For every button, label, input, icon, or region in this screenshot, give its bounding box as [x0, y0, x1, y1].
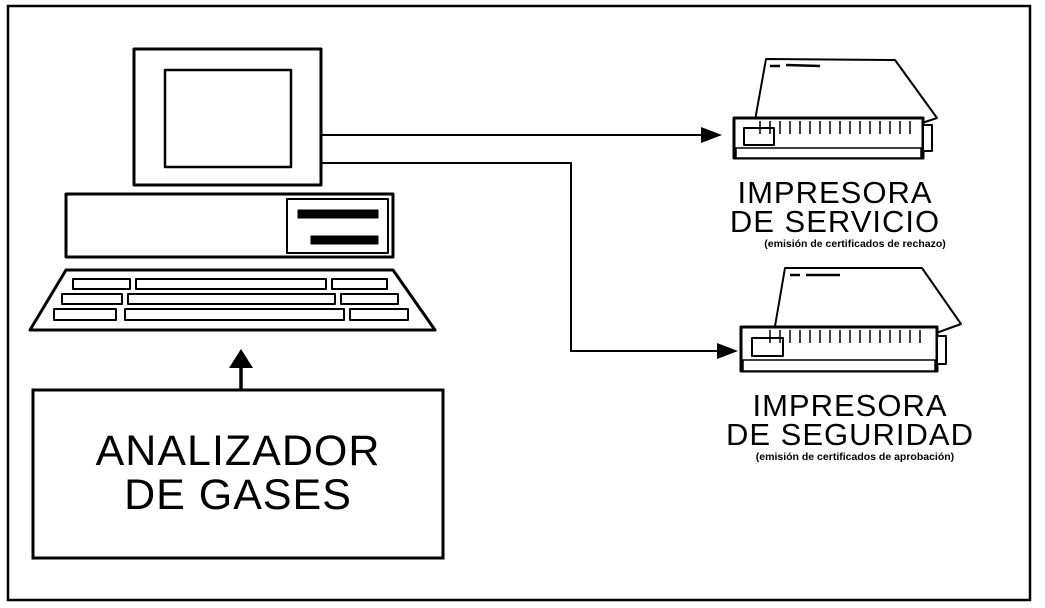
service-printer	[734, 59, 937, 158]
printer-window	[752, 338, 783, 356]
keyboard-key	[136, 279, 326, 289]
computer	[30, 49, 435, 330]
security-printer	[741, 268, 961, 371]
keyboard-key	[341, 294, 398, 304]
drive-slot-top	[298, 210, 378, 218]
security-printer-note: (emisión de certificados de aprobación)	[680, 451, 1030, 463]
analyzer-label-line2: DE GASES	[33, 472, 443, 518]
drive-bay	[287, 199, 388, 253]
keyboard-key	[73, 279, 130, 289]
printer-paper	[754, 59, 937, 126]
monitor-screen	[165, 70, 291, 167]
security-printer-label-line2: DE SEGURIDAD	[720, 418, 980, 451]
keyboard-key	[62, 294, 122, 304]
printer-tab	[937, 336, 946, 364]
keyboard-key	[54, 309, 116, 320]
keyboard-key	[332, 279, 387, 289]
printer-front	[736, 148, 921, 158]
analyzer-label-line1: ANALIZADOR	[33, 428, 443, 474]
keyboard-key	[128, 294, 335, 304]
arrow-to-service-printer	[322, 127, 722, 143]
arrow-analyzer-to-computer	[229, 349, 253, 390]
printer-paper	[774, 268, 961, 332]
keyboard-key	[350, 309, 408, 320]
keyboard-key	[125, 309, 344, 320]
printer-tab	[923, 125, 932, 151]
service-printer-note: (emisión de certificados de rechazo)	[690, 238, 1020, 250]
drive-slot-bottom	[311, 236, 378, 244]
printer-front	[743, 360, 935, 371]
service-printer-label-line2: DE SERVICIO	[720, 205, 950, 238]
